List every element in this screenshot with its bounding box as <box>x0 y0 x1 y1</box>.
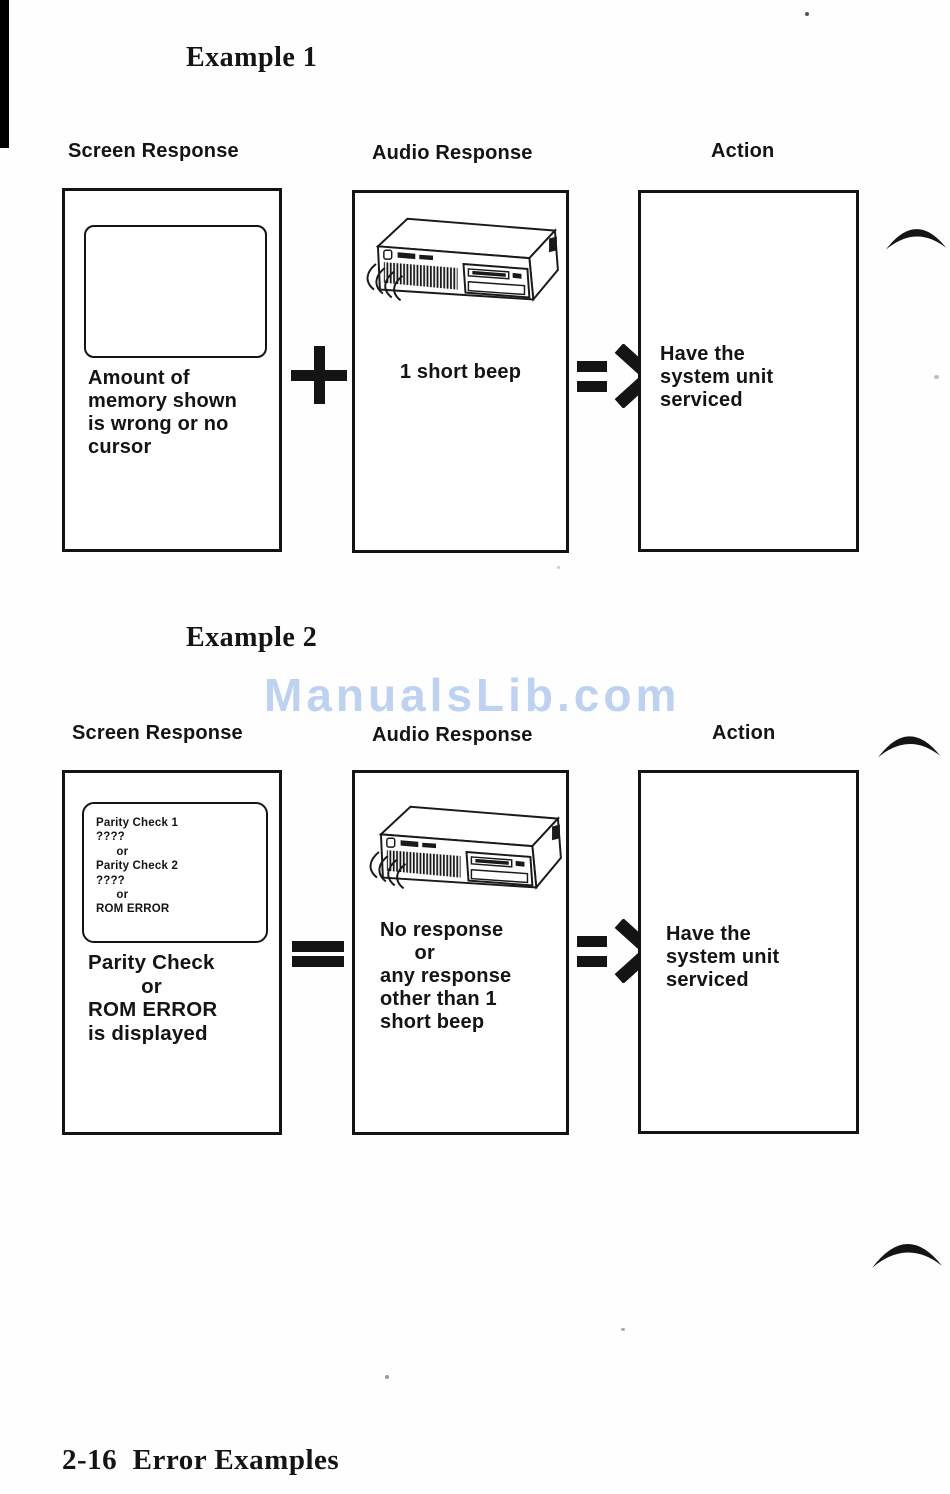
watermark: ManualsLib.com <box>264 669 681 721</box>
page-curl-mark <box>877 736 941 758</box>
example-1-heading: Example 1 <box>186 42 318 73</box>
screen-response-caption-1: Amount of memory shown is wrong or no cu… <box>88 367 238 458</box>
audio-response-caption-2: No response or any response other than 1… <box>380 919 512 1033</box>
system-unit-icon <box>362 207 564 325</box>
example-2-heading: Example 2 <box>186 622 318 653</box>
scan-speck <box>385 1375 389 1379</box>
system-unit-icon <box>365 795 567 913</box>
column-header-audio-response-2: Audio Response <box>372 724 533 746</box>
page-curl-mark <box>885 229 947 250</box>
action-box-2: Have the system unit serviced <box>638 770 859 1134</box>
scan-speck <box>621 1328 625 1331</box>
column-header-action-1: Action <box>711 140 775 162</box>
column-header-audio-response-1: Audio Response <box>372 142 533 164</box>
screen-response-box-2: Parity Check 1 ???? or Parity Check 2 ??… <box>62 770 282 1135</box>
audio-response-box-1: 1 short beep <box>352 190 569 553</box>
page-curl-mark <box>872 1244 942 1268</box>
plus-icon <box>291 346 347 404</box>
audio-response-caption-1: 1 short beep <box>399 361 522 383</box>
scan-speck <box>557 566 560 569</box>
screen-response-box-1: Amount of memory shown is wrong or no cu… <box>62 188 282 552</box>
scan-edge-artifact <box>0 0 9 148</box>
audio-response-box-2: No response or any response other than 1… <box>352 770 569 1135</box>
action-box-1: Have the system unit serviced <box>638 190 859 552</box>
action-text-2: Have the system unit serviced <box>666 923 780 991</box>
page-footer: 2-16 Error Examples <box>62 1444 340 1476</box>
column-header-screen-response-1: Screen Response <box>68 140 239 162</box>
equals-icon <box>292 941 344 967</box>
column-header-action-2: Action <box>712 722 776 744</box>
crt-error-text: Parity Check 1 ???? or Parity Check 2 ??… <box>96 817 179 916</box>
column-header-screen-response-2: Screen Response <box>72 722 243 744</box>
scan-speck <box>934 375 939 379</box>
action-text-1: Have the system unit serviced <box>660 343 774 411</box>
scan-speck <box>805 12 809 16</box>
screen-response-caption-2: Parity Check or ROM ERROR is displayed <box>88 951 218 1045</box>
crt-screen-outline-1 <box>84 225 267 358</box>
crt-screen-outline-2: Parity Check 1 ???? or Parity Check 2 ??… <box>82 802 268 943</box>
